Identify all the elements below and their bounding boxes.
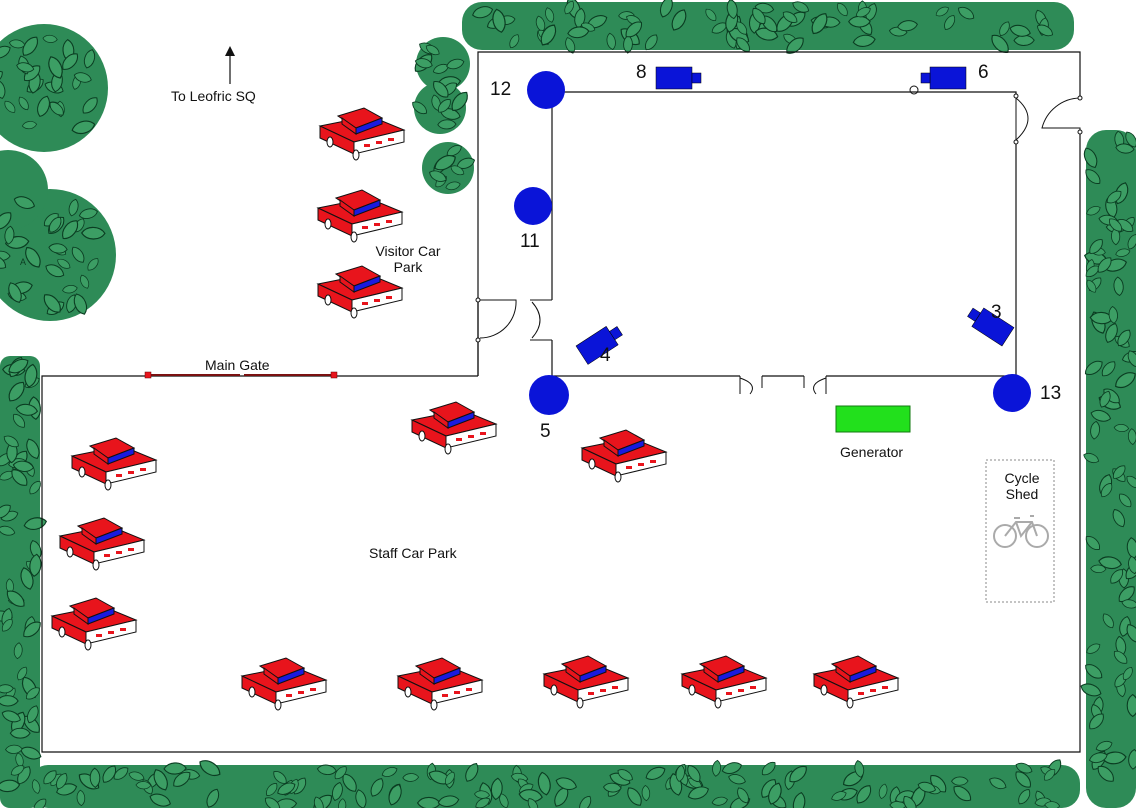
cycle-shed-line2: Shed [1005, 486, 1039, 502]
light-number-11: 11 [520, 231, 540, 252]
camera-number-8: 8 [636, 62, 647, 83]
light-icon [527, 71, 565, 109]
visitor-cars [317, 107, 405, 319]
light-number-5: 5 [540, 421, 551, 442]
staff-car-park-label: Staff Car Park [369, 545, 457, 561]
camera-number-3: 3 [991, 302, 1002, 323]
car-icon [71, 437, 157, 491]
generator-label: Generator [840, 444, 904, 460]
svg-text:A: A [20, 257, 26, 267]
cameras [575, 66, 1015, 365]
camera-icon [964, 302, 1015, 347]
car-icon [59, 517, 145, 571]
camera-number-6: 6 [978, 62, 989, 83]
visitor-car-park-line1: Visitor Car [375, 243, 441, 259]
generator [835, 405, 911, 433]
light-number-13: 13 [1040, 383, 1062, 404]
visitor-car-park-label: Visitor Car Park [368, 243, 448, 275]
hedge-bottom [30, 765, 1080, 808]
hedge-right [1086, 130, 1136, 808]
hedge-icon [9, 727, 31, 739]
light-icon [529, 375, 569, 415]
bicycle-icon [993, 515, 1049, 548]
camera-icon [655, 66, 702, 90]
car-icon [51, 597, 137, 651]
arrow-up-icon [225, 46, 235, 84]
car-icon [581, 429, 667, 483]
visitor-car-park-line2: Park [393, 259, 423, 275]
car-icon [319, 107, 405, 161]
light-icon [993, 374, 1031, 412]
car-icon [241, 657, 327, 711]
light-icon [514, 187, 552, 225]
car-icon [543, 655, 629, 709]
main-gate [144, 371, 338, 379]
camera-number-4: 4 [600, 345, 611, 366]
car-icon [813, 655, 899, 709]
staff-cars [51, 401, 899, 711]
cycle-shed-label: Cycle Shed [990, 470, 1054, 502]
door-icon [475, 85, 1083, 395]
camera-icon [920, 66, 967, 90]
car-icon [397, 657, 483, 711]
car-icon [317, 189, 403, 243]
leofric-label: To Leofric SQ [171, 88, 256, 104]
lights [514, 71, 1031, 415]
car-icon [411, 401, 497, 455]
cycle-shed [985, 459, 1055, 603]
light-number-12: 12 [490, 79, 512, 100]
hedge-icon [848, 15, 871, 28]
main-gate-label: Main Gate [205, 357, 270, 373]
cycle-shed-line1: Cycle [1004, 470, 1040, 486]
car-icon [681, 655, 767, 709]
